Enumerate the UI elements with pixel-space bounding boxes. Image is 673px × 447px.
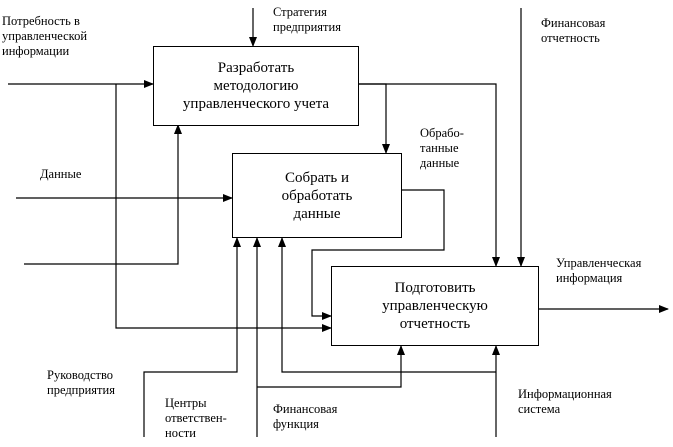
develop-to-prepare-arrow xyxy=(358,83,500,267)
label-centers: Центры ответствен- ности xyxy=(165,396,227,440)
prepare-reporting-box: Подготовить управленческую отчетность xyxy=(331,266,539,346)
fin-function-branch-arrow xyxy=(257,345,405,388)
centers-arrow xyxy=(143,237,241,437)
label-mgmt-info: Управленческая информация xyxy=(556,256,642,285)
label-need: Потребность в управленческой информации xyxy=(2,14,88,58)
need-branch-arrow xyxy=(115,84,332,332)
label-fin-function: Финансовая функция xyxy=(273,402,338,431)
processed-data-arrow xyxy=(311,189,445,320)
leadership-arrow xyxy=(24,124,182,265)
collect-data-box: Собрать и обработать данные xyxy=(232,153,402,238)
label-processed: Обрабо- танные данные xyxy=(420,126,464,170)
label-strategy: Стратегия предприятия xyxy=(273,5,341,34)
info-system-branch-arrow xyxy=(278,237,496,373)
label-fin-report: Финансовая отчетность xyxy=(541,16,606,45)
develop-to-collect-arrow xyxy=(358,83,390,154)
develop-methodology-box: Разработать методологию управленческого … xyxy=(153,46,359,126)
label-leadership: Руководство предприятия xyxy=(47,368,115,397)
label-info-system: Информационная система xyxy=(518,387,612,416)
label-data: Данные xyxy=(40,167,82,181)
